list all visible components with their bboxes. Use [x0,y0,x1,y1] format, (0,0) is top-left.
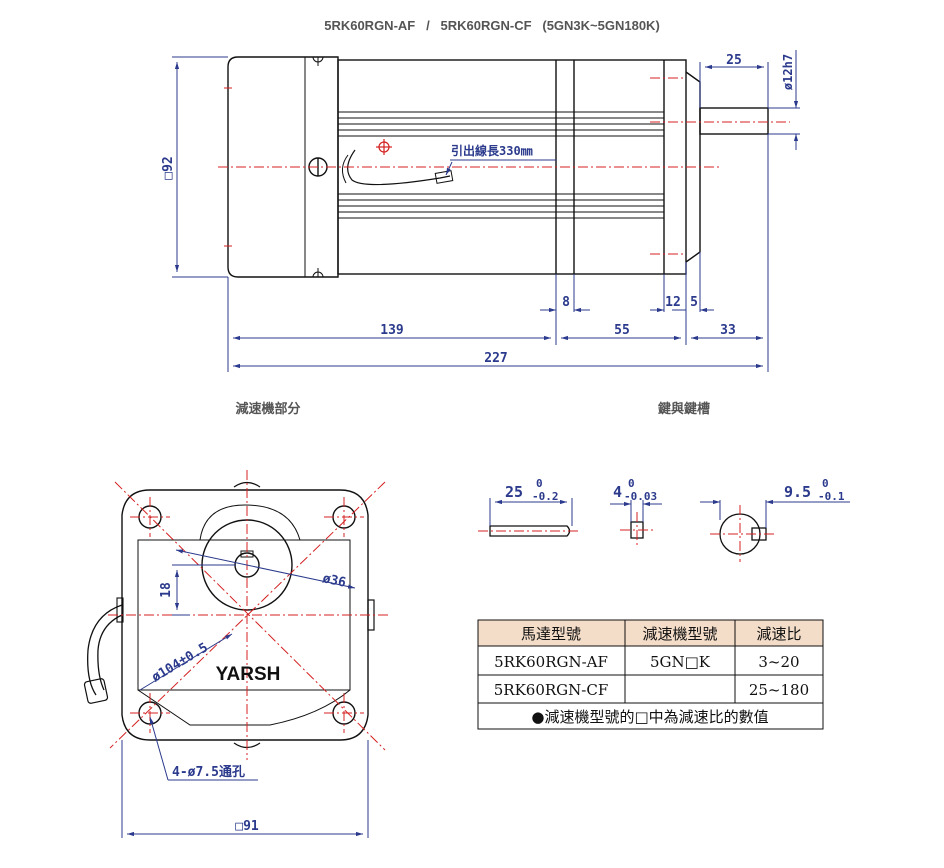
caption-gear-section: 減速機部分 [235,401,300,417]
mount-marker [376,139,392,155]
dim-18: 18 [159,582,174,598]
side-view [227,56,769,278]
table-cell: 3~20 [758,653,799,671]
lead-wire-label: 引出線長330㎜ [451,143,533,158]
dim-104: ø104±0.5 [149,640,210,685]
dim-227: 227 [484,351,507,366]
output-shaft [699,107,769,135]
table-cell: 25~180 [749,681,809,699]
dim-55: 55 [614,323,630,338]
dim-shaft-diameter: ø12h7 [781,54,795,90]
key-height: 9.5 [784,483,811,501]
key-height-tol-top: 0 [822,477,829,490]
table-header-gearbox: 減速機型號 [642,625,717,643]
key-side [489,525,571,537]
cable [87,604,123,696]
dim-square-91: □91 [235,819,259,834]
key-width-tol-bottom: -0.03 [624,490,657,503]
dim-36: ø36 [321,571,347,591]
dim-holes: 4-ø7.5通孔 [172,764,245,780]
gear-housing [227,56,339,278]
dim-8: 8 [562,295,570,310]
drawing-title: 5RK60RGN-AF / 5RK60RGN-CF (5GN3K~5GN180K… [324,18,660,33]
key-length-tol-top: 0 [536,477,543,490]
dim-height: □92 [161,156,176,179]
dim-5: 5 [690,295,698,310]
key-width: 4 [613,483,622,501]
table-cell: 5RK60RGN-AF [494,653,608,671]
table-header-motor: 馬達型號 [521,625,581,643]
table-note: ●減速機型號的□中為減速比的數值 [531,708,768,726]
key-height-tol-bottom: -0.1 [818,490,845,503]
brand-label: YARSH [216,664,281,685]
table-cell: 5RK60RGN-CF [494,681,609,699]
cooling-fins-bottom [338,193,664,219]
key-width-tol-top: 0 [628,477,635,490]
dim-shaft-length: 25 [726,53,742,68]
key-length: 25 [505,483,523,501]
dim-12: 12 [665,295,681,310]
table-cell: 5GN□K [650,653,711,671]
dim-139: 139 [380,323,403,338]
spec-table: 馬達型號 減速機型號 減速比 5RK60RGN-AF 5GN□K 3~20 5R… [477,619,824,730]
caption-key-section: 鍵與鍵槽 [658,401,710,417]
cooling-fins-top [338,111,664,137]
key-length-tol-bottom: -0.2 [532,490,559,503]
dim-33: 33 [720,323,736,338]
gear-plate [137,504,351,726]
lead-wire [347,149,451,186]
table-header-ratio: 減速比 [756,625,801,643]
